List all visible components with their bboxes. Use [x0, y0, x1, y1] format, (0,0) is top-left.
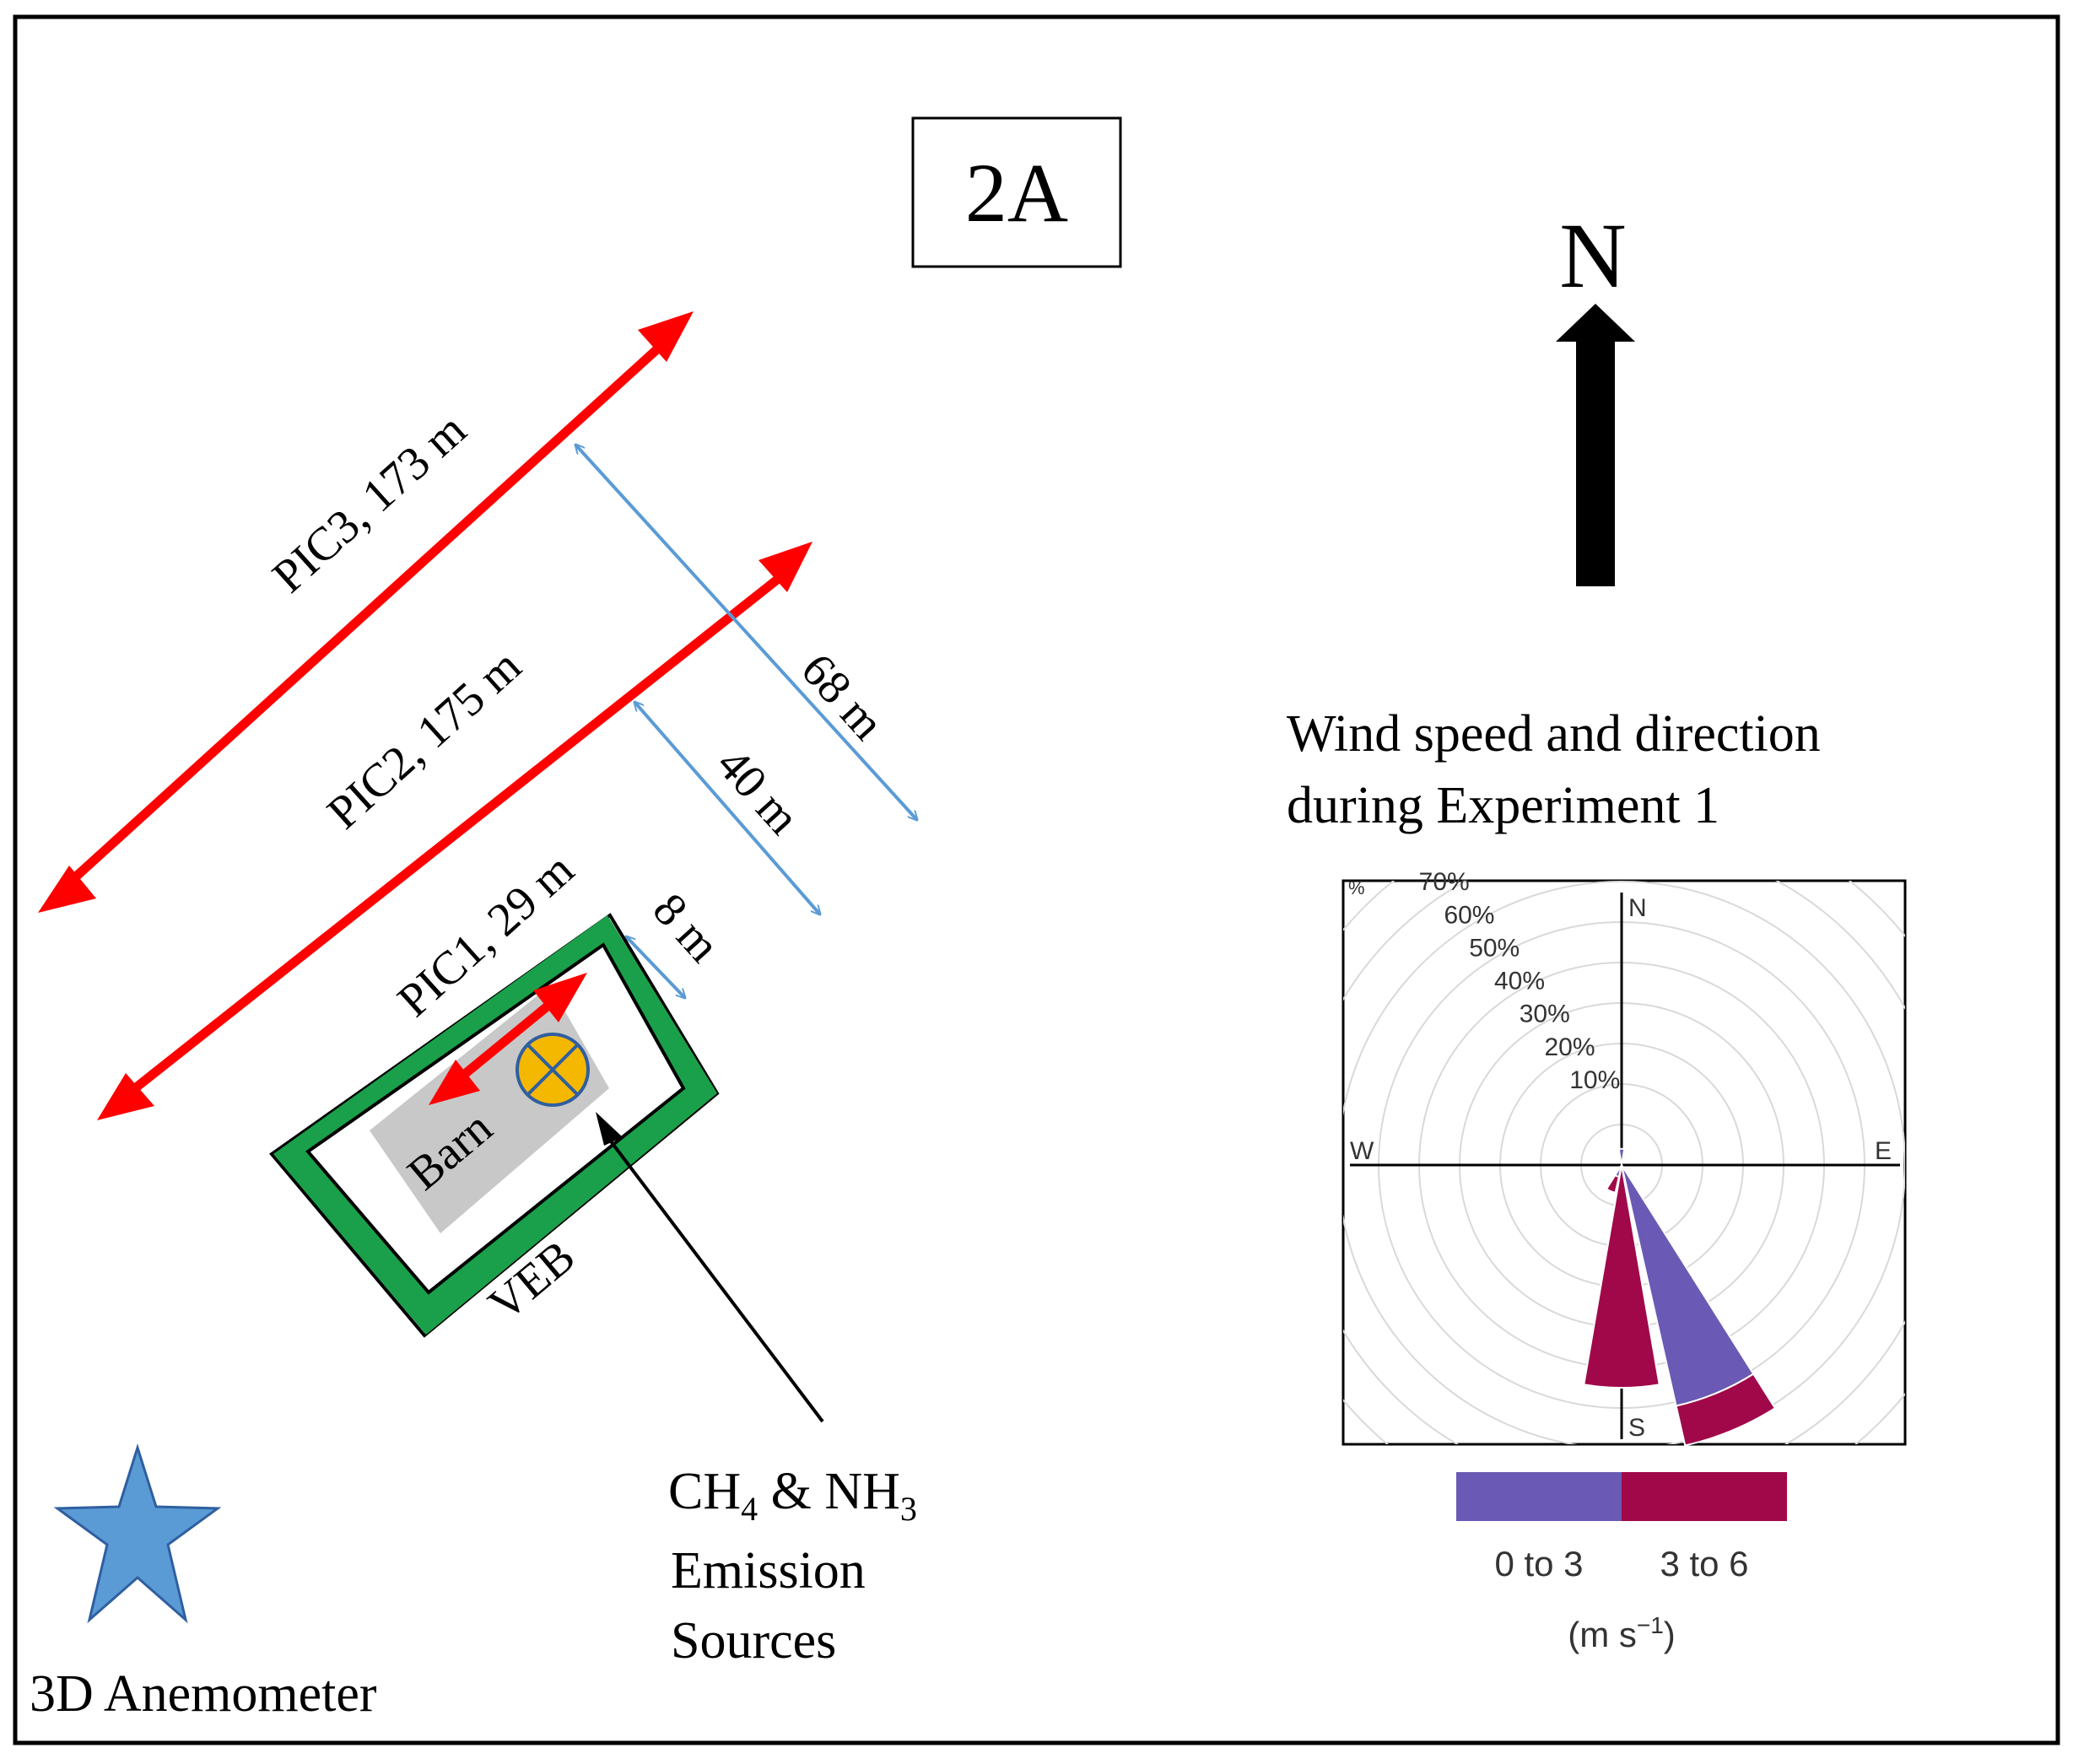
pic2-label: PIC2, 175 m — [317, 639, 531, 839]
distance-8m-label: 8 m — [643, 883, 730, 972]
wind-rose-sector — [1675, 1373, 1777, 1447]
wind-rose-title-line1: Wind speed and direction — [1287, 705, 1821, 763]
wind-rose-ring-label: 20% — [1544, 1033, 1595, 1061]
wind-rose-east-label: E — [1875, 1137, 1892, 1165]
anemometer-label: 3D Anemometer — [30, 1665, 377, 1723]
distance-40m-arrow — [634, 702, 820, 914]
wind-rose-sector — [1617, 1147, 1626, 1166]
emission-label-line2: Emission — [671, 1542, 866, 1599]
legend-swatch-0-3 — [1456, 1472, 1622, 1521]
legend-label-0-3: 0 to 3 — [1494, 1544, 1583, 1583]
wind-rose-ring-label: 40% — [1494, 968, 1545, 995]
wind-rose-ring-labels: 10% 20% 30% 40% 50% 60% 70% — [1419, 868, 1621, 1094]
pic3-line — [38, 311, 694, 913]
wind-rose-sectors — [1583, 1147, 1777, 1447]
wind-rose-ring-label: 10% — [1569, 1066, 1620, 1094]
emission-pointer-arrow — [596, 1112, 824, 1423]
wind-rose-ring-label: 60% — [1444, 901, 1494, 929]
figure-frame — [13, 14, 2060, 1745]
wind-rose-corner-label: % — [1348, 877, 1365, 898]
emission-label-line3: Sources — [671, 1612, 836, 1670]
panel-label-box — [911, 116, 1122, 268]
wind-rose-ring-label: 70% — [1419, 868, 1470, 896]
wind-rose-title-line2: during Experiment 1 — [1287, 777, 1719, 834]
wind-rose-south-label: S — [1628, 1414, 1645, 1442]
north-arrow-icon — [1556, 304, 1635, 586]
emission-source-icon — [516, 1033, 590, 1107]
wind-rose-west-label: W — [1350, 1137, 1374, 1165]
wind-rose-ring-label: 50% — [1469, 934, 1520, 962]
wind-rose-sector — [1605, 1173, 1621, 1194]
veb-outline-outer — [269, 913, 720, 1338]
wind-rose-ring-label: 30% — [1520, 1001, 1570, 1028]
distance-8m-arrow — [626, 936, 685, 998]
wind-rose-sector — [1583, 1168, 1660, 1389]
wind-rose-ring — [1343, 881, 1905, 1444]
distance-40m-label: 40 m — [706, 738, 809, 844]
legend-units: (m s−1) — [1568, 1612, 1676, 1654]
legend-label-3-6: 3 to 6 — [1660, 1544, 1748, 1583]
anemometer-star-icon — [53, 1443, 222, 1624]
wind-rose-north-label: N — [1628, 894, 1647, 922]
emission-label-line1: CH4 & NH3 — [668, 1463, 917, 1528]
pic3-label: PIC3, 173 m — [262, 403, 476, 603]
north-label: N — [1559, 204, 1626, 307]
panel-label: 2A — [965, 146, 1068, 240]
legend-swatch-3-6 — [1622, 1472, 1787, 1521]
pic1-line — [429, 973, 587, 1105]
distance-68m-arrow — [575, 445, 917, 820]
wind-rose: 10% 20% 30% 40% 50% 60% 70% N S E W % — [1342, 868, 1907, 1447]
